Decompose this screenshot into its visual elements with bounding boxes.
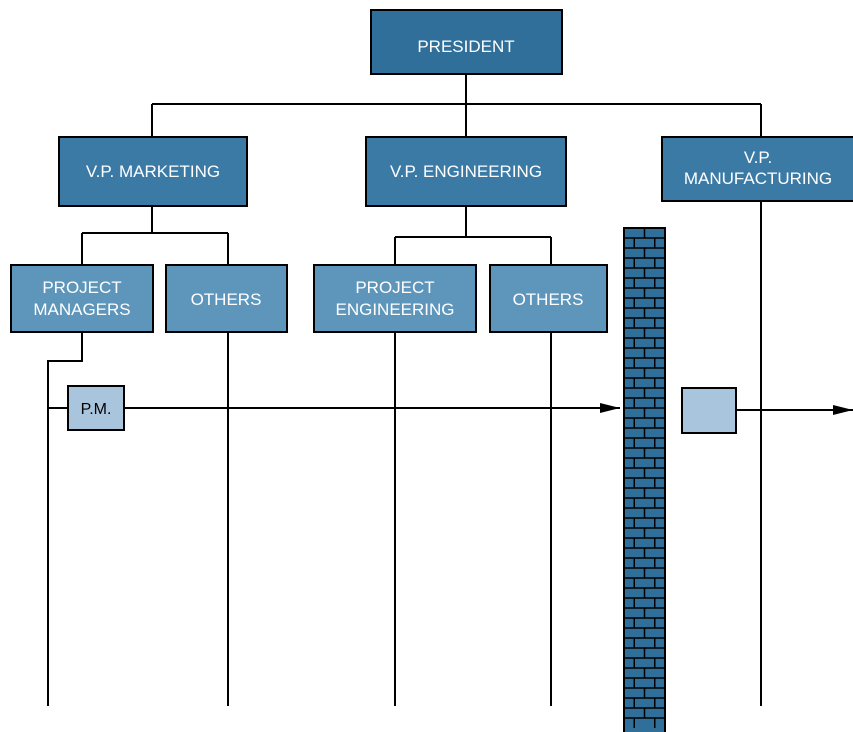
vp-engineering-label: V.P. ENGINEERING (390, 162, 542, 181)
president-box: PRESIDENT (370, 9, 563, 75)
vp-manufacturing-box: V.P. MANUFACTURING (661, 136, 853, 202)
marketing-others-label: OTHERS (191, 290, 262, 309)
engineering-others-box: OTHERS (489, 264, 608, 333)
project-engineering-label-line1: PROJECT (355, 278, 434, 297)
marketing-others-box: OTHERS (165, 264, 288, 333)
connector-lines (47, 74, 762, 706)
project-managers-label-line2: MANAGERS (33, 300, 130, 319)
pm-label: P.M. (81, 401, 112, 418)
pm-box: P.M. (67, 385, 125, 431)
vp-manufacturing-label-line2: MANUFACTURING (684, 169, 832, 188)
project-managers-label-line1: PROJECT (42, 278, 121, 297)
engineering-others-label: OTHERS (513, 290, 584, 309)
president-label: PRESIDENT (417, 37, 514, 56)
vp-marketing-label: V.P. MARKETING (86, 162, 220, 181)
vp-manufacturing-label-line1: V.P. (744, 148, 772, 167)
vp-marketing-box: V.P. MARKETING (58, 136, 248, 207)
vp-engineering-box: V.P. ENGINEERING (365, 136, 567, 207)
project-managers-box: PROJECT MANAGERS (10, 264, 154, 333)
project-engineering-box: PROJECT ENGINEERING (313, 264, 477, 333)
manufacturing-receiving-box (681, 387, 737, 434)
brick-wall-icon (623, 227, 666, 732)
project-engineering-label-line2: ENGINEERING (335, 300, 454, 319)
